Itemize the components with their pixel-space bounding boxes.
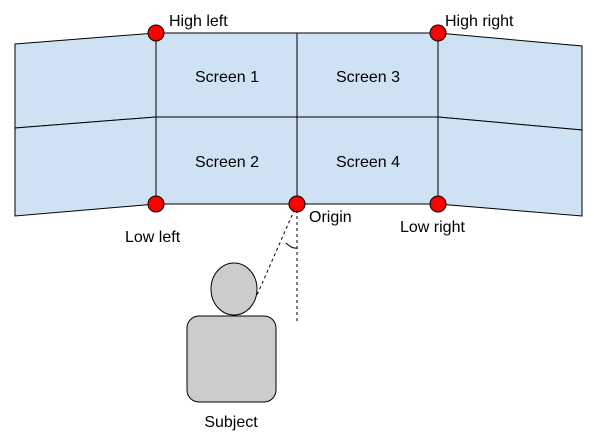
right-lower-screen: [437, 116, 583, 217]
screen-1-label: Screen 1: [195, 69, 259, 86]
left-upper-screen: [14, 32, 157, 129]
high-left-marker: [147, 24, 165, 42]
subject-body: [186, 315, 277, 403]
low-right-marker: [429, 195, 447, 213]
screen-3: [296, 32, 439, 118]
high-right-label: High right: [445, 13, 514, 30]
screen-1: [155, 32, 298, 118]
angle-arc: [285, 242, 298, 249]
high-left-label: High left: [169, 13, 228, 30]
screen-2: [155, 116, 298, 205]
subject-head: [210, 262, 258, 316]
origin-marker: [288, 195, 306, 213]
high-right-marker: [429, 24, 447, 42]
low-left-label: Low left: [125, 229, 181, 246]
screen-2-label: Screen 2: [195, 154, 259, 171]
screen-3-label: Screen 3: [336, 69, 400, 86]
screen-4-label: Screen 4: [336, 154, 400, 171]
subject-label: Subject: [204, 414, 258, 431]
low-left-marker: [147, 195, 165, 213]
right-upper-screen: [437, 32, 583, 131]
gaze-line: [256, 203, 298, 296]
screen-4: [296, 116, 439, 205]
low-right-label: Low right: [400, 219, 465, 236]
origin-label: Origin: [309, 209, 352, 226]
left-lower-screen: [14, 116, 157, 217]
